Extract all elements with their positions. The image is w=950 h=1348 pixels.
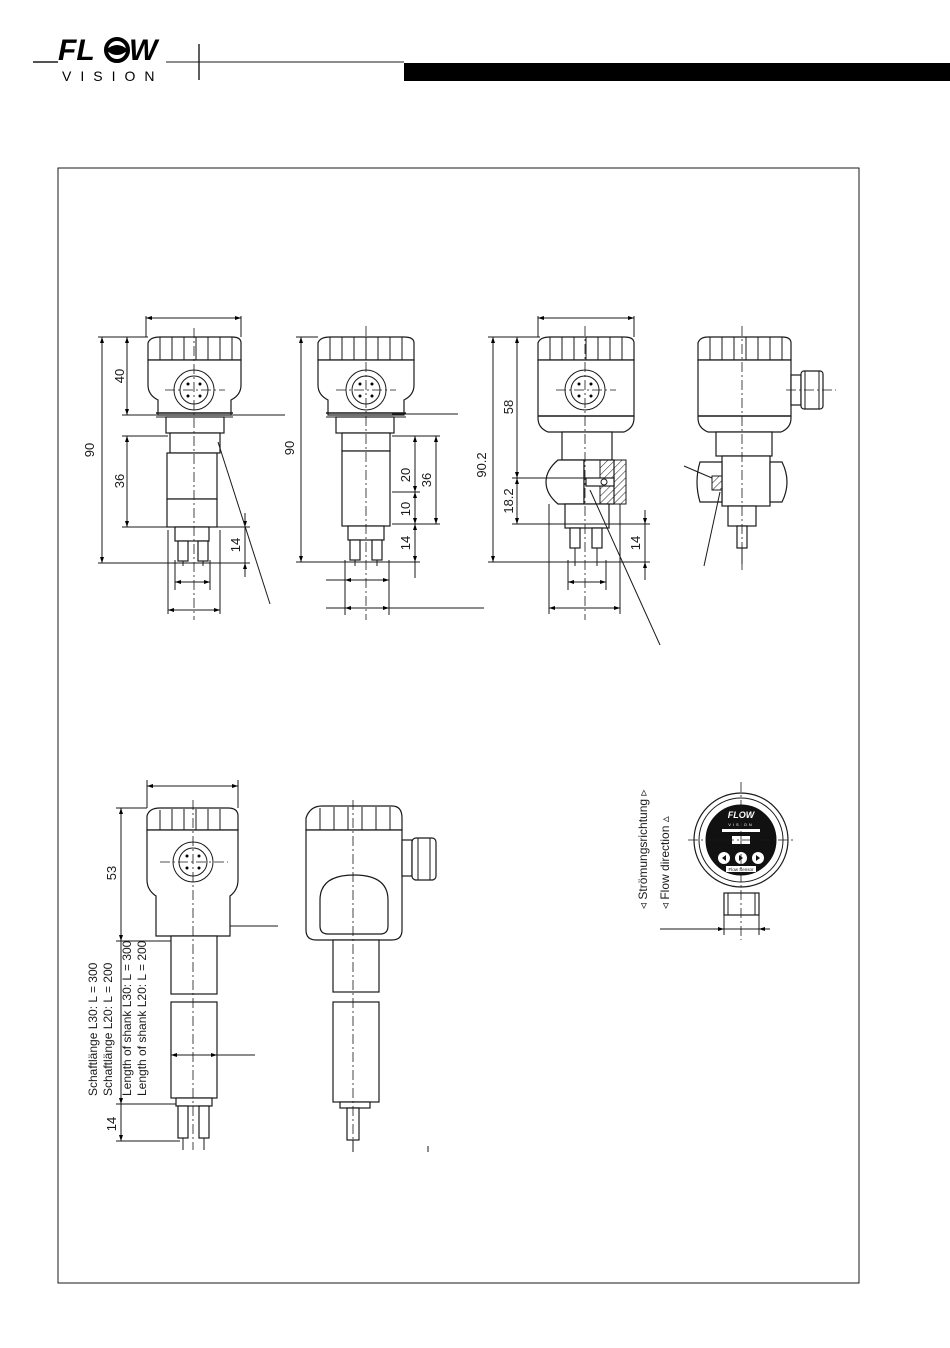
note-shank-de-l30: Schaftlänge L30: L = 300 xyxy=(86,962,100,1096)
note-shank-en-l30: Length of shank L30: L = 300 xyxy=(120,940,134,1096)
display-logo: FLOW xyxy=(728,810,756,820)
flow-direction-de: ◃ Strömungsrichtung ▹ xyxy=(636,790,650,909)
dim-10: 10 xyxy=(398,502,413,516)
logo-swirl-icon xyxy=(106,39,128,61)
sensor-view-5 xyxy=(147,800,238,1150)
dim-14-b: 14 xyxy=(398,536,413,550)
dim-90-a: 90 xyxy=(82,443,97,457)
flow-direction-en: ◃ Flow direction ▵ xyxy=(658,816,672,909)
logo-word: FL xyxy=(58,34,95,67)
sensor-view-1 xyxy=(148,328,241,620)
dim-40: 40 xyxy=(112,369,127,383)
dim-90-2: 90.2 xyxy=(474,452,489,477)
logo-word-end: W xyxy=(129,34,160,67)
dim-90-b: 90 xyxy=(282,441,297,455)
dim-53: 53 xyxy=(104,866,119,880)
dim-14-d: 14 xyxy=(104,1117,119,1131)
note-shank-de-l20: Schaftlänge L20: L = 200 xyxy=(101,962,115,1096)
brand-logo: FL W VISION xyxy=(33,34,404,84)
dim-18-2: 18.2 xyxy=(501,488,516,513)
sensor-view-4 xyxy=(684,326,836,570)
sensor-top-view: FLOW VISION Flow Sensor ◃ Strömungsricht… xyxy=(636,782,795,940)
header-bar xyxy=(404,63,950,81)
dim-58: 58 xyxy=(501,400,516,414)
sensor-view-6 xyxy=(306,800,436,1152)
dim-36-a: 36 xyxy=(112,474,127,488)
dim-14-a: 14 xyxy=(228,538,243,552)
dim-14-c: 14 xyxy=(628,536,643,550)
note-shank-en-l20: Length of shank L20: L = 200 xyxy=(135,940,149,1096)
logo-sub: VISION xyxy=(62,68,163,84)
dim-36-b: 36 xyxy=(419,473,434,487)
dim-20: 20 xyxy=(398,468,413,482)
